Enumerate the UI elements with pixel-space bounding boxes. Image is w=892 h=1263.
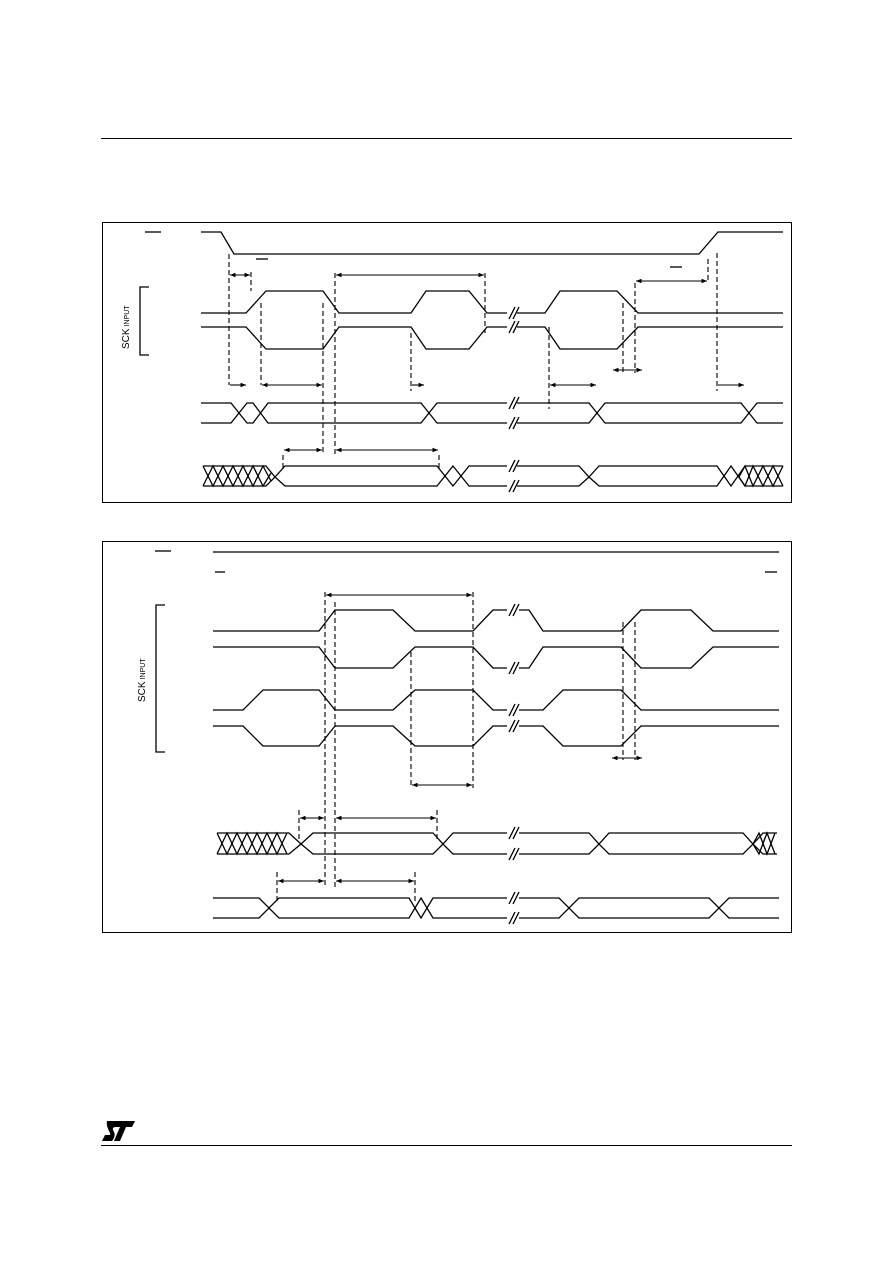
timing-diagram-2-waveforms [155, 550, 779, 925]
sck-waveform-mode-3 [213, 719, 779, 747]
sck-label-text: SCK [137, 681, 148, 702]
sck-waveform-mode-2 [213, 689, 779, 717]
mosi-input-bus [213, 891, 779, 925]
timing-arrows [230, 272, 744, 453]
sck-input-label: SCKINPUT [121, 305, 132, 349]
sck-label-subscript: INPUT [124, 305, 131, 327]
timing-reference-lines [276, 592, 636, 902]
miso-output-bus [217, 826, 777, 861]
st-logo-icon [102, 1121, 135, 1141]
sck-label-subscript: INPUT [140, 658, 147, 680]
timing-diagram-1-waveforms [139, 231, 784, 493]
timing-diagram-2: SCKINPUT [102, 541, 792, 933]
ss-waveform [201, 231, 783, 255]
sck-waveform-mode-1 [213, 646, 779, 675]
sck-waveform-cpol0 [201, 290, 783, 314]
miso-output-bus [201, 396, 783, 430]
dont-care-hatch [216, 831, 776, 856]
timing-diagram-1: SCKINPUT [102, 222, 792, 503]
mosi-input-bus [203, 459, 783, 493]
timing-reference-lines [228, 253, 718, 471]
footer-rule [101, 1145, 792, 1146]
timing-arrows [278, 592, 642, 884]
sck-waveform-cpol1 [201, 326, 783, 350]
dont-care-hatch [202, 464, 784, 488]
sck-bracket [139, 286, 149, 356]
break-mark [508, 306, 520, 334]
header-rule [101, 138, 792, 139]
sck-bracket [155, 604, 165, 753]
sck-input-label: SCKINPUT [137, 658, 148, 702]
sck-label-text: SCK [121, 328, 132, 349]
sck-waveform-mode-0 [213, 603, 779, 632]
